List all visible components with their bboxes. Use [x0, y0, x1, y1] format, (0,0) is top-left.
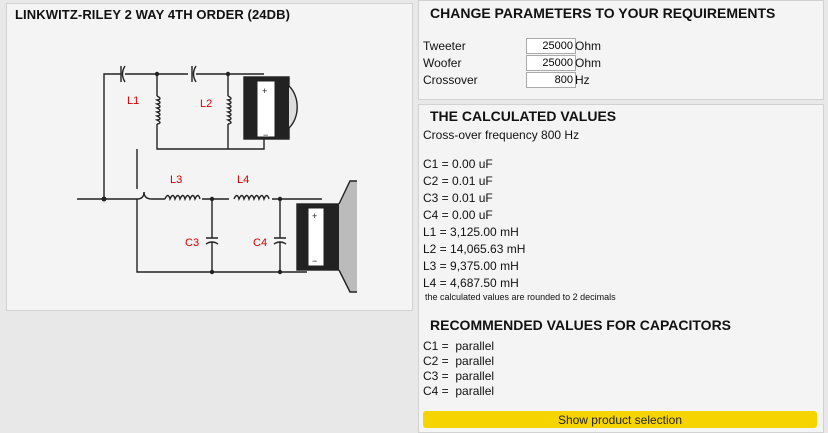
value-c1: C1 = 0.00 uF	[423, 157, 493, 171]
tweeter-unit: Ohm	[575, 39, 602, 53]
svg-text:−: −	[312, 256, 317, 266]
value-l3: L3 = 9,375.00 mH	[423, 259, 519, 273]
crossover-schematic: + − + − C1 C2 L1 L2 L3 L4 C3 C4	[77, 62, 357, 293]
value-l2: L2 = 14,065.63 mH	[423, 242, 526, 256]
label-c2: C2	[190, 62, 204, 63]
woofer-impedance-input[interactable]	[526, 55, 576, 71]
woofer-icon	[296, 180, 357, 293]
svg-text:−: −	[263, 130, 268, 140]
label-l3: L3	[170, 174, 182, 186]
recommended-title: RECOMMENDED VALUES FOR CAPACITORS	[430, 317, 732, 333]
crossover-label: Crossover	[423, 73, 478, 87]
tweeter-impedance-input[interactable]	[526, 38, 576, 54]
wire	[77, 149, 145, 200]
svg-text:+: +	[262, 86, 267, 96]
value-c4: C4 = 0.00 uF	[423, 208, 493, 222]
capacitor-c2-symbol	[125, 65, 264, 83]
parameters-title: CHANGE PARAMETERS TO YOUR REQUIREMENTS	[430, 5, 776, 21]
label-c1: C1	[119, 62, 133, 63]
svg-text:+: +	[312, 211, 317, 221]
recommended-c2: C2 = parallel	[423, 354, 494, 368]
label-l1: L1	[127, 95, 139, 107]
show-product-selection-button[interactable]: Show product selection	[423, 411, 817, 428]
inductor-l2-symbol	[225, 95, 232, 125]
crossover-unit: Hz	[575, 73, 590, 87]
recommended-c1: C1 = parallel	[423, 339, 494, 353]
woofer-unit: Ohm	[575, 56, 602, 70]
recommended-c1-value: parallel	[455, 339, 495, 353]
value-c2: C2 = 0.01 uF	[423, 174, 493, 188]
capacitor-c1-symbol	[120, 65, 126, 83]
value-l4: L4 = 4,687.50 mH	[423, 276, 519, 290]
parameters-panel: CHANGE PARAMETERS TO YOUR REQUIREMENTS T…	[418, 0, 824, 100]
value-l1: L1 = 3,125.00 mH	[423, 225, 519, 239]
diagram-title: LINKWITZ-RILEY 2 WAY 4TH ORDER (24DB)	[15, 7, 291, 22]
recommended-c3-value: parallel	[455, 369, 495, 383]
recommended-c1-name: C1 =	[423, 339, 449, 353]
tweeter-icon	[243, 76, 298, 140]
label-l4: L4	[237, 174, 249, 186]
inductor-l1-symbol	[154, 95, 161, 125]
wire	[103, 73, 121, 199]
capacitor-c4-symbol	[273, 199, 287, 272]
wire	[156, 74, 265, 150]
inductor-l4-symbol	[233, 194, 270, 202]
crossover-frequency-text: Cross-over frequency 800 Hz	[423, 128, 580, 142]
crossover-frequency-input[interactable]	[526, 72, 576, 88]
wire	[136, 199, 307, 273]
diagram-panel: LINKWITZ-RILEY 2 WAY 4TH ORDER (24DB)	[6, 3, 413, 311]
results-panel: THE CALCULATED VALUES Cross-over frequen…	[418, 104, 824, 433]
recommended-c4-value: parallel	[455, 384, 495, 398]
inductor-l3-symbol	[164, 194, 201, 202]
label-c4: C4	[253, 237, 267, 249]
calculated-values-title: THE CALCULATED VALUES	[430, 108, 617, 124]
recommended-c4-name: C4 =	[423, 384, 449, 398]
recommended-c2-value: parallel	[455, 354, 495, 368]
value-c3: C3 = 0.01 uF	[423, 191, 493, 205]
recommended-c3: C3 = parallel	[423, 369, 494, 383]
recommended-c3-name: C3 =	[423, 369, 449, 383]
label-l2: L2	[200, 98, 212, 110]
recommended-c2-name: C2 =	[423, 354, 449, 368]
recommended-c4: C4 = parallel	[423, 384, 494, 398]
tweeter-label: Tweeter	[423, 39, 466, 53]
woofer-label: Woofer	[423, 56, 462, 70]
label-c3: C3	[185, 237, 199, 249]
rounding-note: the calculated values are rounded to 2 d…	[425, 292, 616, 302]
capacitor-c3-symbol	[205, 199, 219, 272]
